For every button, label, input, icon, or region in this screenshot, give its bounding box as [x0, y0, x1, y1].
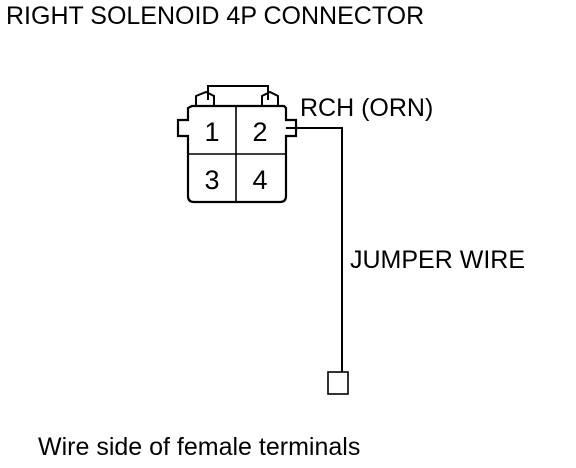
connector-lock-tab [207, 85, 269, 100]
connector-top-ridge-right [261, 90, 279, 108]
jumper-wire-label: JUMPER WIRE [350, 246, 525, 274]
terminal-2: 2 [252, 117, 267, 147]
terminal-1: 1 [204, 117, 219, 147]
diagram-title: RIGHT SOLENOID 4P CONNECTOR [6, 2, 425, 30]
jumper-wire-terminal [327, 371, 349, 395]
wire-label-rch: RCH (ORN) [300, 94, 434, 122]
terminal-4: 4 [252, 165, 267, 195]
connector-top-ridge-left [195, 90, 215, 108]
diagram-caption: Wire side of female terminals [38, 433, 361, 461]
rch-wire [286, 127, 343, 372]
terminal-3: 3 [204, 165, 219, 195]
